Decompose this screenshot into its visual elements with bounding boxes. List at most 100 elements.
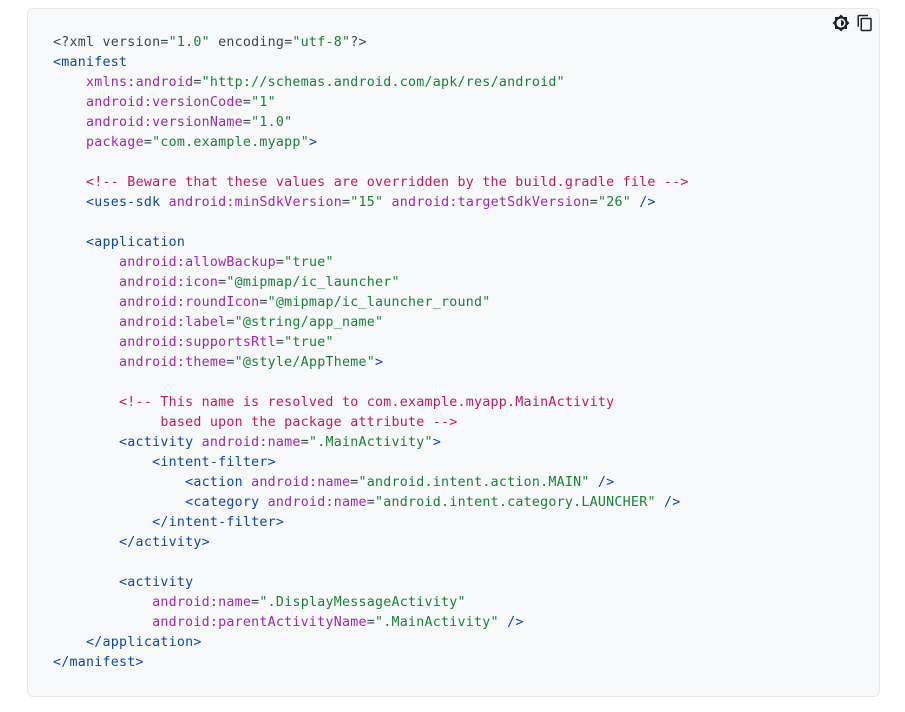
code-text (656, 495, 664, 510)
xml-value: "http://schemas.android.com/apk/res/andr… (201, 75, 565, 90)
code-line: <!-- This name is resolved to com.exampl… (53, 393, 689, 413)
xml-value: "1.0" (251, 115, 293, 130)
xml-attribute: android:supportsRtl (119, 335, 276, 350)
code-line: android:parentActivityName=".MainActivit… (53, 613, 689, 633)
xml-comment: <!-- This name is resolved to com.exampl… (119, 395, 615, 410)
code-text (53, 395, 119, 410)
code-text (53, 355, 119, 370)
code-line: </manifest> (53, 653, 689, 673)
xml-tag: /> (597, 475, 615, 490)
code-block: <?xml version="1.0" encoding="utf-8"?> <m… (27, 8, 880, 697)
code-text (53, 475, 185, 490)
xml-value: "1" (251, 95, 276, 110)
xml-tag: <manifest (53, 55, 128, 70)
code-text (53, 315, 119, 330)
xml-tag: <intent-filter> (152, 455, 276, 470)
code-line: <uses-sdk android:minSdkVersion="15" and… (53, 193, 689, 213)
code-text: = (366, 495, 376, 510)
xml-value: "com.example.myapp" (152, 135, 309, 150)
code-line: <activity android:name=".MainActivity"> (53, 433, 689, 453)
xml-attribute: android:label (119, 315, 227, 330)
code-text: = (366, 615, 375, 630)
code-text (53, 235, 86, 250)
xml-tag: > (308, 135, 318, 150)
xml-comment: based upon the package attribute --> (119, 415, 458, 430)
xml-value: "@style/AppTheme" (234, 355, 375, 370)
code-text (53, 515, 152, 530)
code-text (53, 115, 86, 130)
code-line: <application (53, 233, 689, 253)
xml-attribute: android:versionName (86, 115, 243, 130)
code-text (590, 475, 598, 490)
xml-attribute: android:name (251, 475, 351, 490)
xml-attribute: android:theme (119, 355, 227, 370)
xml-tag: </activity> (119, 535, 210, 550)
code-line (53, 153, 689, 173)
code-text: = (218, 275, 227, 290)
xml-attribute: android:minSdkVersion (168, 195, 342, 210)
code-text: = (226, 355, 235, 370)
xml-value: "android.intent.action.MAIN" (358, 475, 590, 490)
code-text (53, 195, 86, 210)
code-text (53, 335, 119, 350)
code-line: android:name=".DisplayMessageActivity" (53, 593, 689, 613)
code-text: = (226, 315, 235, 330)
xml-tag: <action (185, 475, 243, 490)
code-line: android:roundIcon="@mipmap/ic_launcher_r… (53, 293, 689, 313)
code-text (53, 535, 119, 550)
code-text: = (350, 475, 359, 490)
code-text (160, 195, 168, 210)
brightness-icon (832, 14, 850, 32)
code-line: android:supportsRtl="true" (53, 333, 689, 353)
code-line (53, 553, 689, 573)
code-text: = (275, 255, 285, 270)
xml-attribute: android:name (152, 595, 252, 610)
code-text (243, 475, 251, 490)
code-line: xmlns:android="http://schemas.android.co… (53, 73, 689, 93)
xml-attribute: android:allowBackup (119, 255, 276, 270)
code-text: = (275, 335, 285, 350)
code-text: = (193, 75, 202, 90)
code-line: android:allowBackup="true" (53, 253, 689, 273)
code-text: = (300, 435, 309, 450)
code-text (53, 455, 152, 470)
code-text (53, 615, 152, 630)
xml-tag: /> (663, 495, 681, 510)
code-text (193, 435, 201, 450)
code-line: based upon the package attribute --> (53, 413, 689, 433)
xml-tag: <activity (119, 575, 194, 590)
code-text: = (589, 195, 598, 210)
xml-value: ".MainActivity" (374, 615, 499, 630)
code-line (53, 213, 689, 233)
code-text: = (251, 595, 260, 610)
code-line: android:versionCode="1" (53, 93, 689, 113)
code-line: <intent-filter> (53, 453, 689, 473)
code-line: </application> (53, 633, 689, 653)
code-text (53, 295, 119, 310)
copy-button[interactable] (855, 13, 875, 33)
xml-tag: </manifest> (53, 655, 144, 670)
code-text (631, 195, 639, 210)
xml-value: "utf-8" (292, 35, 351, 50)
xml-tag: </application> (86, 635, 202, 650)
code-line: </intent-filter> (53, 513, 689, 533)
code-text (53, 415, 119, 430)
code-content: <?xml version="1.0" encoding="utf-8"?> <m… (53, 33, 689, 673)
code-line: <!-- Beware that these values are overri… (53, 173, 689, 193)
code-line: android:versionName="1.0" (53, 113, 689, 133)
xml-attribute: android:parentActivityName (152, 615, 367, 630)
xml-attribute: android:name (201, 435, 301, 450)
code-text: = (341, 195, 351, 210)
xml-value: "true" (284, 335, 334, 350)
xml-tag: > (374, 355, 384, 370)
code-text: ?> (350, 35, 367, 50)
code-text (53, 75, 86, 90)
code-line: <?xml version="1.0" encoding="utf-8"?> (53, 33, 689, 53)
xml-value: "@mipmap/ic_launcher_round" (267, 295, 491, 310)
code-text (383, 195, 391, 210)
xml-value: ".MainActivity" (308, 435, 433, 450)
theme-toggle-button[interactable] (831, 13, 851, 33)
code-text: encoding= (209, 35, 293, 50)
code-text: = (242, 95, 252, 110)
xml-value: "true" (284, 255, 334, 270)
